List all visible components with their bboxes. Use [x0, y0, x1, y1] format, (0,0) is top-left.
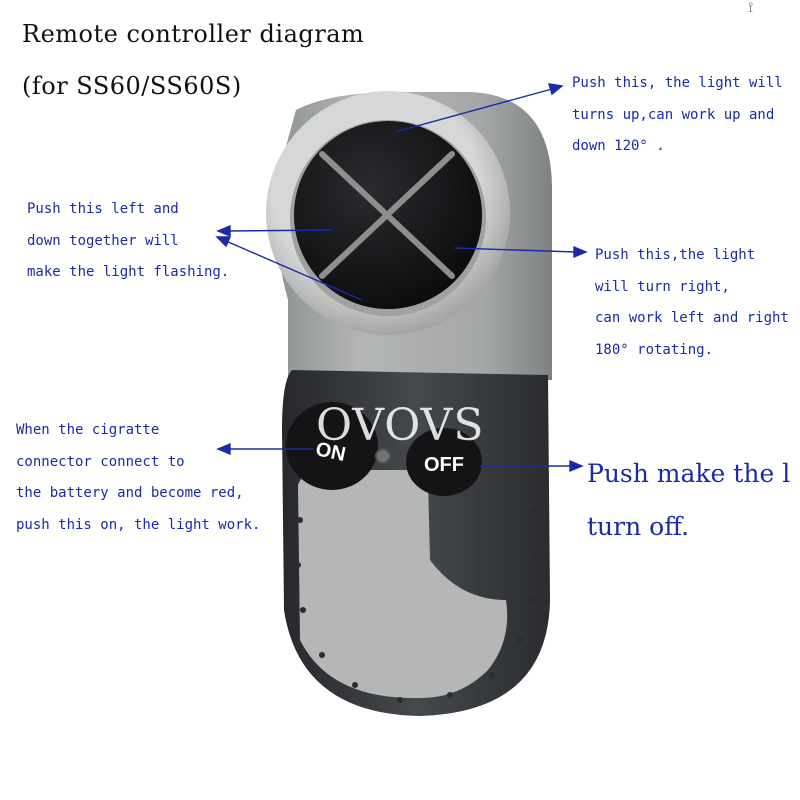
annotation-up: Push this, the light will turns up,can w…: [572, 68, 783, 163]
watermark: OVOVS: [316, 400, 485, 451]
annotation-off: Push make the l turn off.: [587, 447, 790, 553]
off-button-label: OFF: [424, 454, 464, 476]
diagram-subtitle: (for SS60/SS60S): [22, 72, 242, 100]
status-led: [376, 449, 390, 463]
diagram-title: Remote controller diagram: [22, 20, 364, 48]
annotation-on: When the cigratte connector connect to t…: [16, 415, 260, 541]
corner-mark-icon: ⟟: [748, 0, 753, 16]
annotation-flash: Push this left and down together will ma…: [27, 194, 229, 289]
annotation-right: Push this,the light will turn right, can…: [595, 240, 789, 366]
four-way-keypad[interactable]: [294, 121, 482, 309]
arrow-flash-1: [228, 230, 332, 231]
